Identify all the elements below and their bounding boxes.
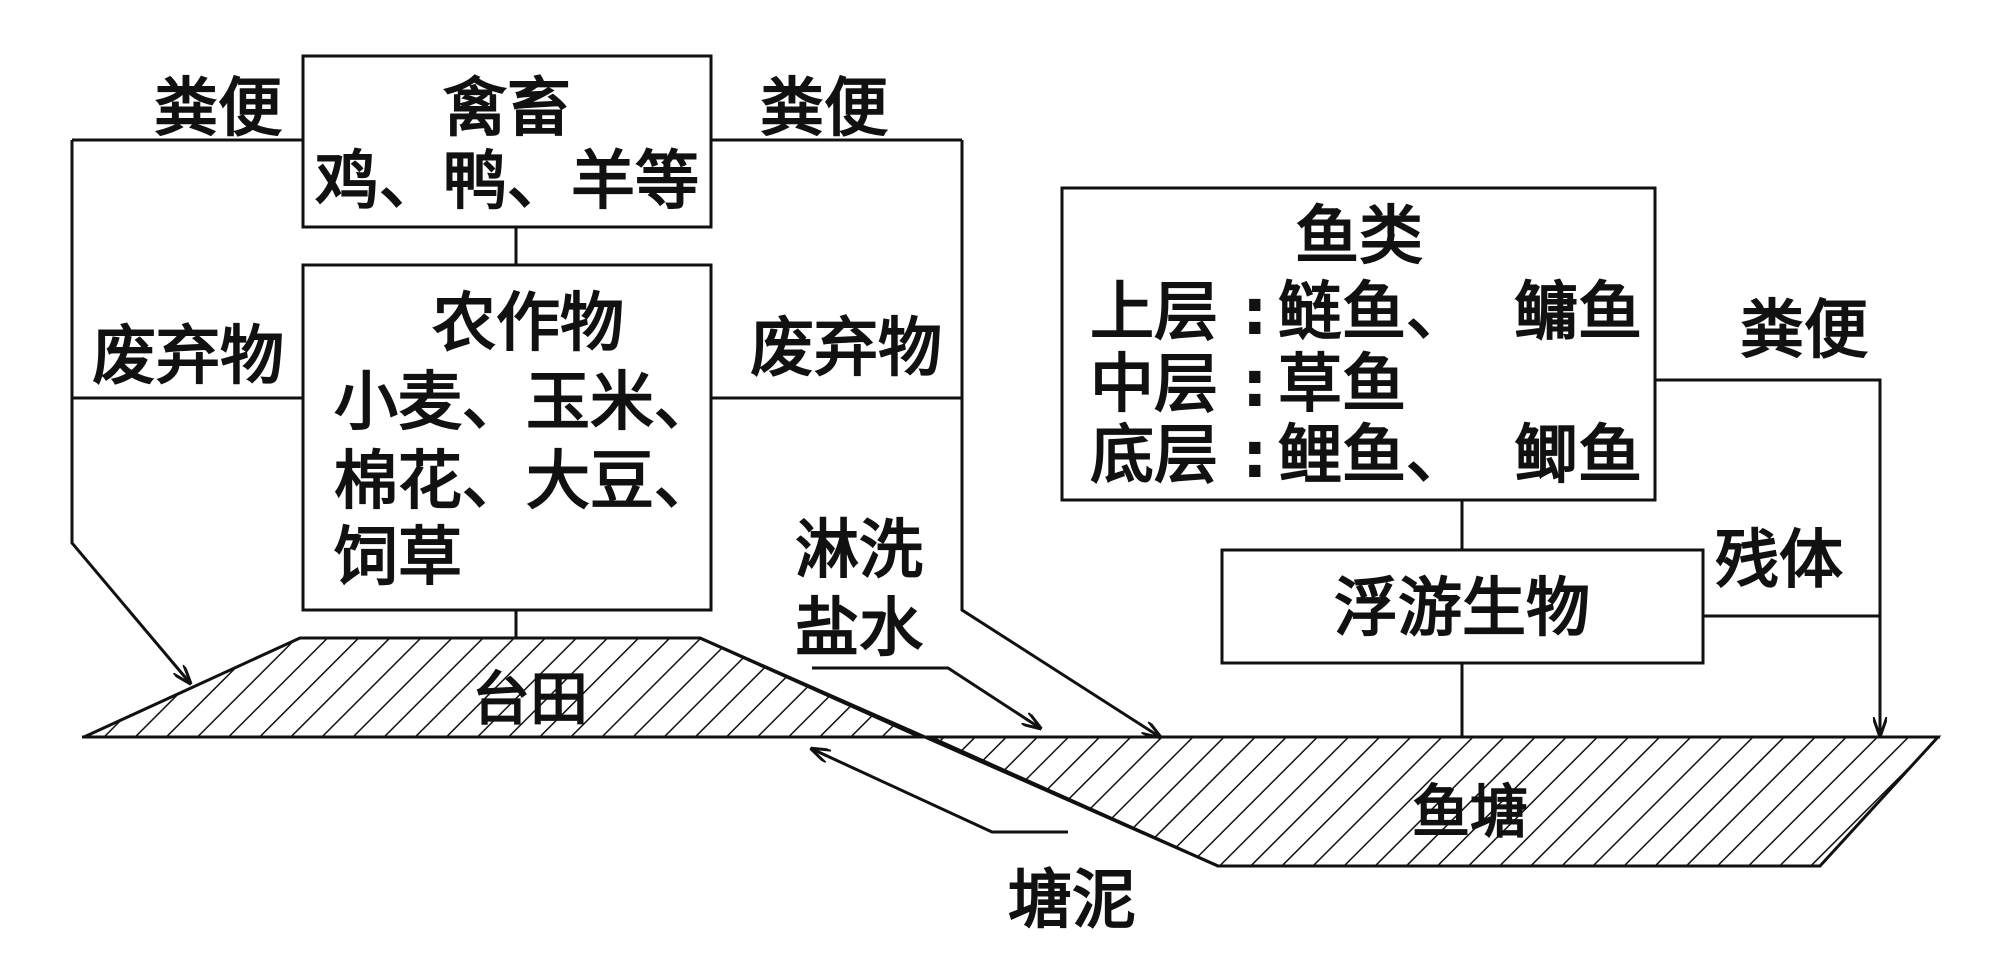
crops-line-2: 棉花、大豆、 xyxy=(334,445,718,519)
crops-box xyxy=(301,263,713,612)
plankton-label: 浮游生物 xyxy=(1334,572,1590,646)
fish-box xyxy=(1060,186,1657,502)
livestock-box xyxy=(301,54,713,229)
waste-right-label: 废弃物 xyxy=(750,312,942,386)
right-to-pond-arrow xyxy=(960,140,1160,737)
fish-row-upper-colon: : xyxy=(1242,276,1268,350)
crops-line-3: 饲草 xyxy=(334,521,462,595)
field-to-pond-slope xyxy=(699,636,1219,868)
pond-mud-label: 塘泥 xyxy=(1008,864,1136,938)
fish-row-upper-fish: 鲢鱼、 xyxy=(1278,276,1470,350)
left-to-field-arrow xyxy=(70,140,190,683)
fish-row-upper-layer: 上层 xyxy=(1090,276,1218,350)
fish-row-bottom-layer: 底层 xyxy=(1090,419,1218,493)
terrace-field-label: 台田 xyxy=(472,665,588,733)
remains-label: 残体 xyxy=(1715,524,1843,598)
crops-line-1: 小麦、玉米、 xyxy=(334,366,718,440)
plankton-box xyxy=(1220,548,1705,665)
leaching-arrow xyxy=(812,666,1040,728)
leaching-label-1: 淋洗 xyxy=(795,514,923,588)
fish-row-bottom-fish2: 鲫鱼 xyxy=(1514,419,1642,493)
fish-row-bottom-fish: 鲤鱼、 xyxy=(1278,419,1470,493)
fish-row-bottom-colon: : xyxy=(1242,419,1268,493)
pond-mud-arrow xyxy=(812,749,1068,834)
waste-left-label: 废弃物 xyxy=(92,320,284,394)
livestock-title: 禽畜 xyxy=(443,72,571,146)
manure-left-label: 粪便 xyxy=(154,72,283,146)
fish-pond-label: 鱼塘 xyxy=(1412,778,1528,846)
fish-row-middle-fish: 草鱼 xyxy=(1278,348,1406,422)
fish-row-upper-fish2: 鳙鱼 xyxy=(1514,276,1642,350)
fish-row-middle-colon: : xyxy=(1242,348,1268,422)
manure-right-label: 粪便 xyxy=(760,72,889,146)
manure-fish-label: 粪便 xyxy=(1740,294,1869,368)
leaching-label-2: 盐水 xyxy=(795,592,924,666)
fish-row-middle-layer: 中层 xyxy=(1090,348,1218,422)
crops-title: 农作物 xyxy=(432,287,624,361)
livestock-examples: 鸡、鸭、羊等 xyxy=(315,145,699,219)
fish-title: 鱼类 xyxy=(1295,200,1423,274)
